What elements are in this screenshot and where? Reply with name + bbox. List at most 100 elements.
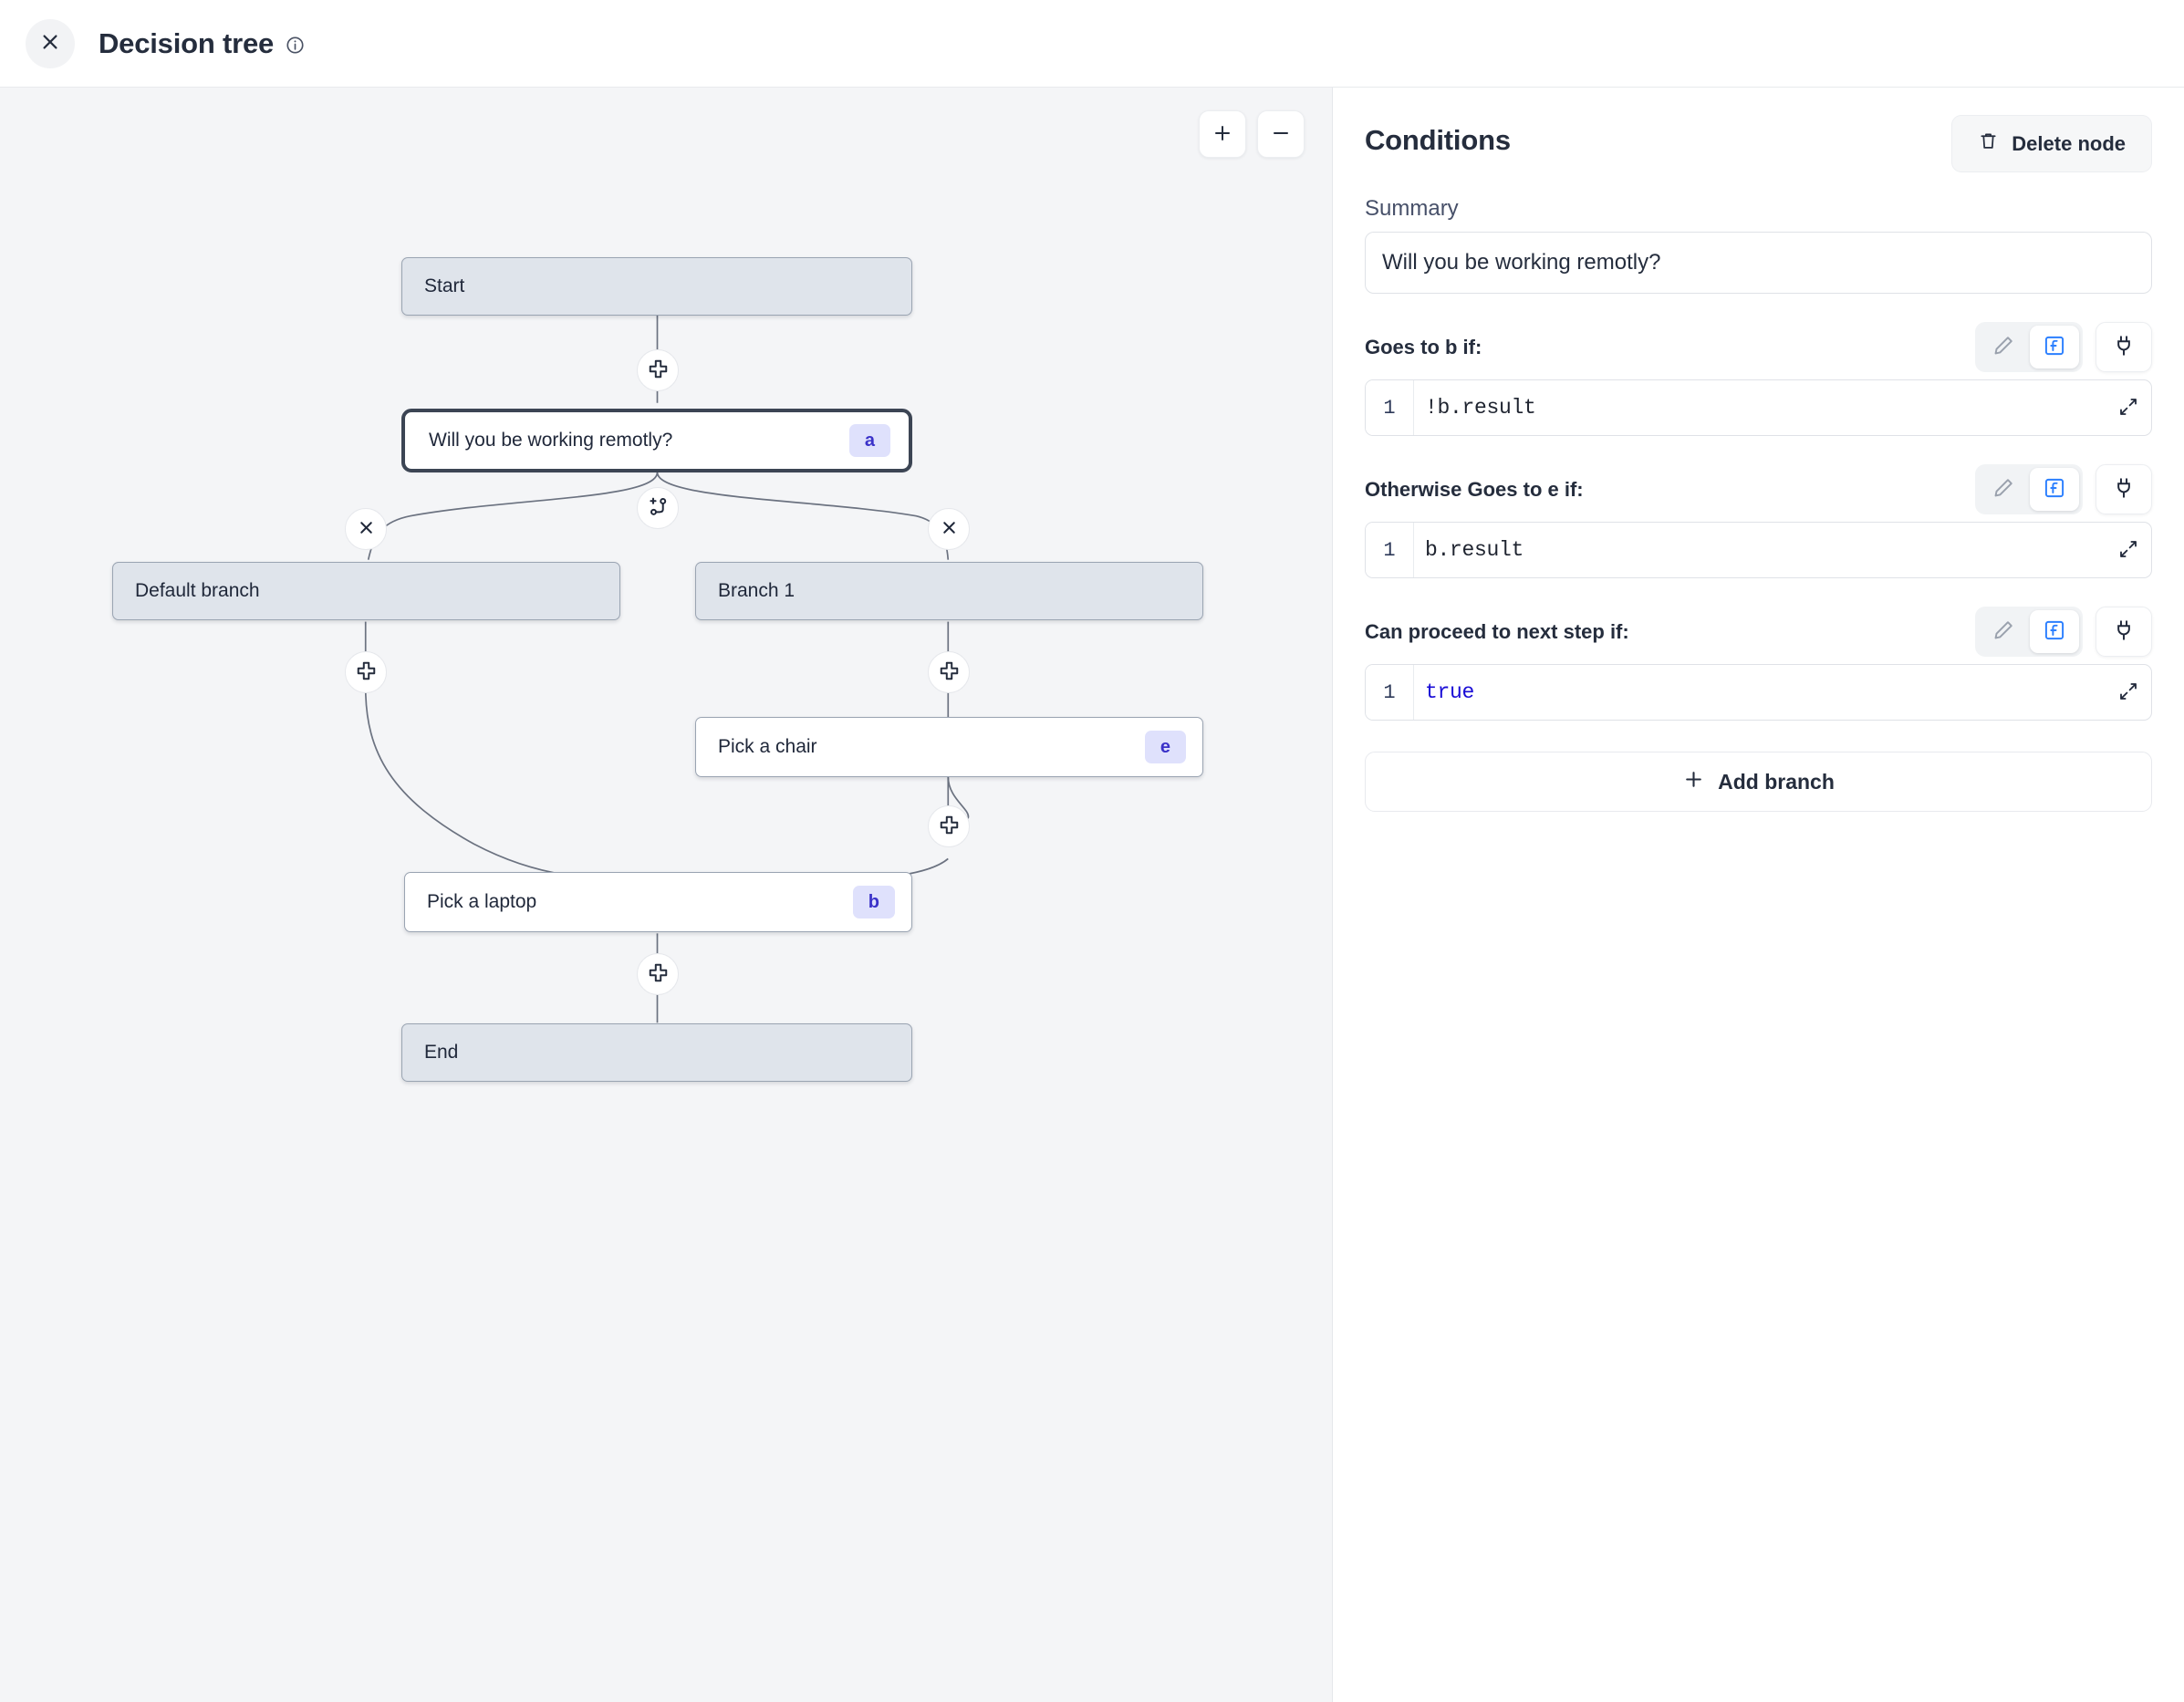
expand-editor-button[interactable]	[2111, 675, 2146, 710]
pencil-icon	[1992, 476, 2015, 503]
connection-button[interactable]	[2096, 464, 2152, 514]
condition-block-goes-to-b: Goes to b if:	[1365, 322, 2152, 436]
pencil-icon	[1992, 334, 2015, 360]
delete-branch-handle-left[interactable]	[345, 508, 387, 550]
plug-icon	[2112, 476, 2136, 503]
zoom-out-button[interactable]	[1257, 110, 1305, 158]
flow-canvas[interactable]: Start Will you be working remotly? a Def…	[0, 88, 1333, 1702]
plus-node-icon	[647, 358, 670, 383]
editor-mode-toggle	[1975, 322, 2083, 372]
condition-actions	[1975, 464, 2152, 514]
pencil-mode-button[interactable]	[1979, 468, 2028, 511]
flow-node-label: Default branch	[135, 580, 260, 601]
flow-node-badge: b	[852, 886, 895, 918]
add-node-handle-start-conditions[interactable]	[637, 349, 679, 391]
function-mode-button[interactable]	[2030, 468, 2079, 511]
plus-node-icon	[647, 961, 670, 987]
function-icon	[2043, 476, 2066, 503]
expand-diagonal-icon	[2117, 396, 2139, 420]
plug-icon	[2112, 334, 2136, 360]
plus-node-icon	[355, 659, 378, 685]
flow-node-label: Branch 1	[718, 580, 796, 601]
expand-diagonal-icon	[2117, 538, 2139, 563]
condition-row: Otherwise Goes to e if:	[1365, 464, 2152, 514]
zoom-in-button[interactable]	[1199, 110, 1246, 158]
code-editor[interactable]: 1 !b.result	[1365, 379, 2152, 436]
editor-mode-toggle	[1975, 464, 2083, 514]
function-icon	[2043, 334, 2066, 360]
expand-editor-button[interactable]	[2111, 533, 2146, 567]
info-circle-icon[interactable]	[286, 36, 305, 55]
panel-title: Conditions	[1365, 124, 1511, 156]
function-mode-button[interactable]	[2030, 326, 2079, 368]
line-number: 1	[1366, 380, 1413, 435]
add-node-handle-pick-a-laptop[interactable]	[637, 953, 679, 995]
close-button[interactable]	[26, 18, 75, 68]
flow-node-end[interactable]: End	[401, 1023, 912, 1082]
trash-icon	[1978, 130, 1999, 157]
flow-node-branch-1[interactable]: Branch 1	[695, 562, 1203, 620]
condition-actions	[1975, 322, 2152, 372]
plus-icon	[1212, 122, 1233, 147]
add-branch-handle[interactable]	[637, 487, 679, 529]
condition-row: Goes to b if:	[1365, 322, 2152, 372]
condition-row: Can proceed to next step if:	[1365, 607, 2152, 657]
flow-node-pick-a-chair[interactable]: Pick a chair e	[695, 717, 1203, 777]
plus-node-icon	[938, 659, 961, 685]
flow-node-badge: e	[1144, 731, 1186, 763]
line-number: 1	[1366, 523, 1413, 577]
flow-node-label: Pick a laptop	[427, 891, 537, 912]
code-value[interactable]: !b.result	[1413, 380, 2151, 435]
flow-node-label: Start	[424, 275, 465, 296]
flow-node-badge: a	[848, 424, 890, 457]
plus-node-icon	[938, 814, 961, 839]
code-value[interactable]: true	[1413, 665, 2151, 720]
flow-node-label: End	[424, 1042, 459, 1063]
flow-node-conditions[interactable]: Will you be working remotly? a	[401, 409, 912, 472]
plug-icon	[2112, 618, 2136, 645]
expand-editor-button[interactable]	[2111, 390, 2146, 425]
flow-node-pick-a-laptop[interactable]: Pick a laptop b	[404, 872, 912, 932]
close-icon	[40, 32, 60, 55]
condition-block-can-proceed: Can proceed to next step if:	[1365, 607, 2152, 721]
add-node-handle-branch-1[interactable]	[928, 651, 970, 693]
pencil-mode-button[interactable]	[1979, 326, 2028, 368]
delete-node-button[interactable]: Delete node	[1951, 115, 2152, 172]
panel-header: Conditions Delete node	[1365, 115, 2152, 172]
code-editor[interactable]: 1 b.result	[1365, 522, 2152, 578]
flow-node-label: Will you be working remotly?	[429, 430, 673, 451]
app-header: Decision tree	[0, 0, 2184, 88]
delete-branch-handle-right[interactable]	[928, 508, 970, 550]
flow-node-start[interactable]: Start	[401, 257, 912, 316]
pencil-icon	[1992, 618, 2015, 645]
expand-diagonal-icon	[2117, 680, 2139, 705]
add-node-handle-pick-a-chair[interactable]	[928, 805, 970, 847]
condition-label: Otherwise Goes to e if:	[1365, 477, 1584, 501]
function-mode-button[interactable]	[2030, 610, 2079, 653]
flow-node-label: Pick a chair	[718, 736, 817, 757]
editor-mode-toggle	[1975, 607, 2083, 657]
add-node-handle-default-branch[interactable]	[345, 651, 387, 693]
close-icon	[357, 518, 376, 540]
add-branch-button[interactable]: Add branch	[1365, 752, 2152, 812]
connection-button[interactable]	[2096, 322, 2152, 372]
zoom-controls	[1199, 110, 1305, 158]
connection-button[interactable]	[2096, 607, 2152, 657]
minus-icon	[1270, 122, 1292, 147]
add-branch-icon	[647, 495, 670, 521]
condition-label: Can proceed to next step if:	[1365, 619, 1629, 643]
flow-node-default-branch[interactable]: Default branch	[112, 562, 620, 620]
flow-graph: Start Will you be working remotly? a Def…	[0, 88, 1332, 1702]
main-split: Start Will you be working remotly? a Def…	[0, 88, 2184, 1702]
plus-icon	[1682, 768, 1705, 796]
code-value[interactable]: b.result	[1413, 523, 2151, 577]
pencil-mode-button[interactable]	[1979, 610, 2028, 653]
code-editor[interactable]: 1 true	[1365, 664, 2152, 721]
condition-label: Goes to b if:	[1365, 335, 1482, 358]
summary-input[interactable]	[1365, 232, 2152, 294]
conditions-panel: Conditions Delete node Summary Goes to b…	[1333, 88, 2184, 1702]
add-branch-label: Add branch	[1718, 769, 1835, 794]
page-title: Decision tree	[99, 26, 275, 59]
function-icon	[2043, 618, 2066, 645]
close-icon	[940, 518, 959, 540]
